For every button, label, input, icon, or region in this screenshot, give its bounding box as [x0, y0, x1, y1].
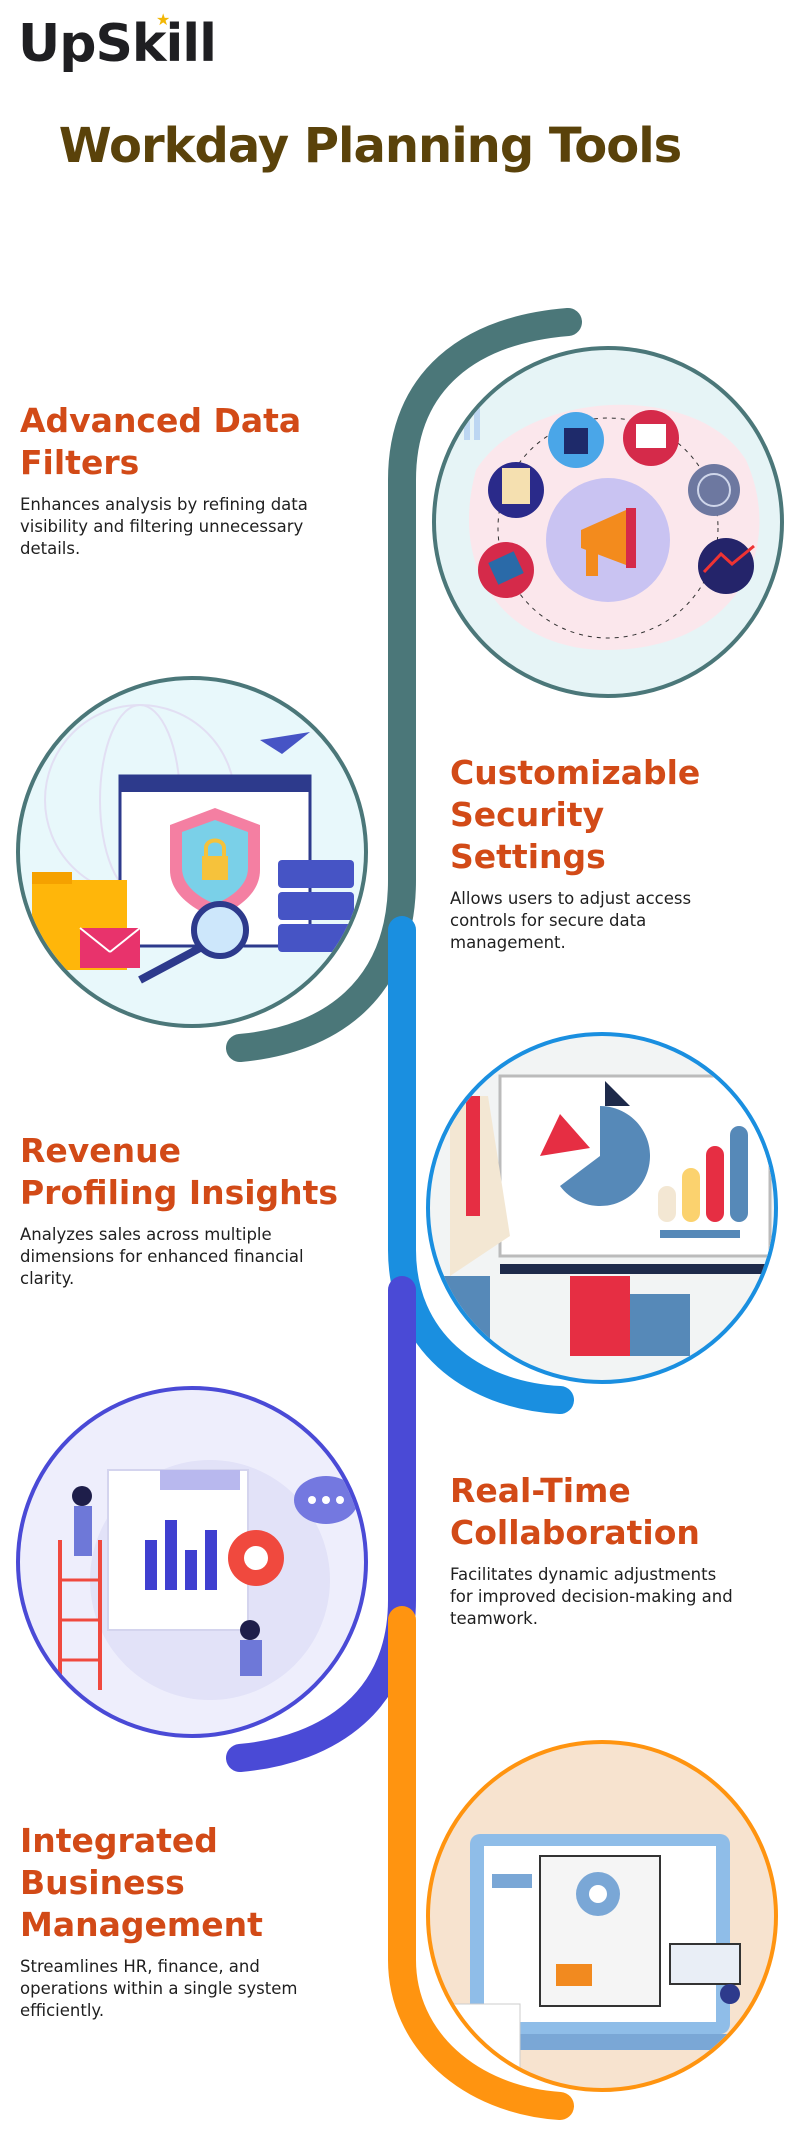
section-title: Customizable Security Settings — [450, 753, 701, 876]
business-management-illustration — [426, 1740, 778, 2092]
section-description: Enhances analysis by refining data visib… — [20, 495, 308, 558]
page-title: Workday Planning Tools — [58, 118, 682, 174]
collaboration-illustration — [16, 1386, 368, 1738]
section-title: Advanced Data Filters — [20, 401, 302, 482]
section-advanced-data-filters: Advanced Data Filters Enhances analysis … — [20, 400, 340, 560]
section-description: Streamlines HR, finance, and operations … — [20, 1957, 298, 2020]
security-illustration — [16, 676, 368, 1028]
section-revenue-profiling-insights: Revenue Profiling Insights Analyzes sale… — [20, 1130, 340, 1290]
marketing-illustration — [432, 346, 784, 698]
section-integrated-business-management: Integrated Business Management Streamlin… — [20, 1820, 340, 2022]
section-real-time-collaboration: Real-Time Collaboration Facilitates dyna… — [450, 1470, 770, 1630]
section-title: Revenue Profiling Insights — [20, 1131, 339, 1212]
section-customizable-security-settings: Customizable Security Settings Allows us… — [450, 752, 770, 954]
timeline-segment-teal — [226, 308, 582, 1062]
section-title: Integrated Business Management — [20, 1821, 263, 1944]
section-description: Analyzes sales across multiple dimension… — [20, 1225, 304, 1288]
section-description: Allows users to adjust access controls f… — [450, 889, 692, 952]
timeline-segment-blue — [388, 916, 574, 1414]
revenue-illustration — [426, 1032, 778, 1384]
section-title: Real-Time Collaboration — [450, 1471, 700, 1552]
star-icon: ★ — [156, 10, 171, 29]
section-description: Facilitates dynamic adjustments for impr… — [450, 1565, 733, 1628]
timeline-segment-orange — [388, 1606, 574, 2120]
brand-logo: UpSkill — [18, 14, 217, 74]
